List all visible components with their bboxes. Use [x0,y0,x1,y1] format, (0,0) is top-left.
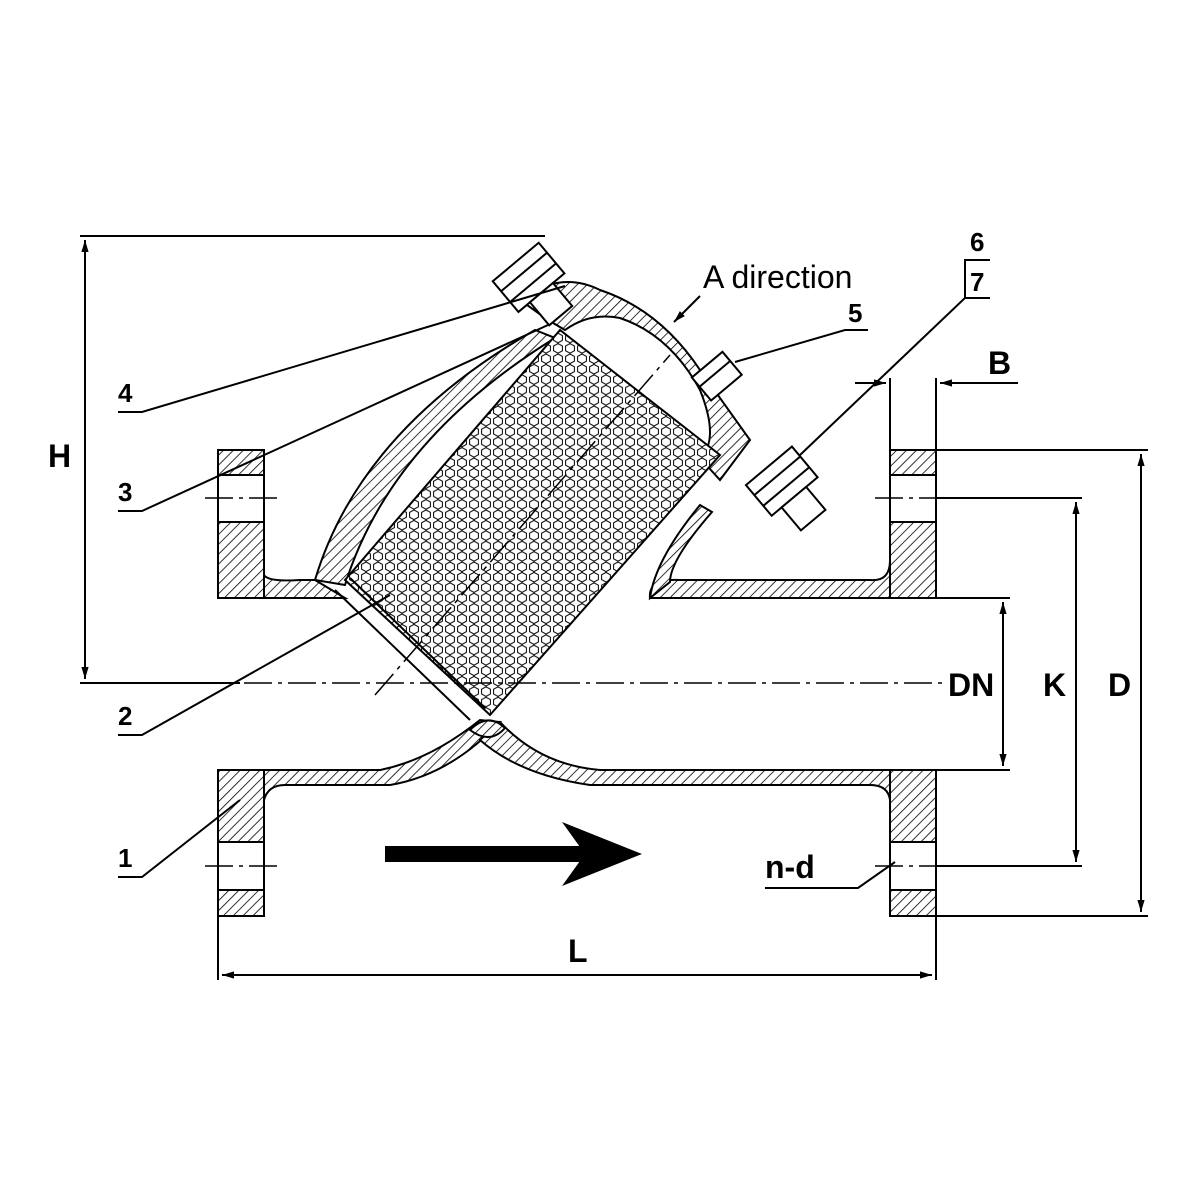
dimension-b: B [855,345,1018,450]
length-label: L [568,933,588,969]
flange-thickness-label: B [988,345,1011,381]
callout-7-label: 7 [970,267,984,297]
right-flange [889,449,937,917]
callout-5: 5 [734,298,868,363]
middle-bolt [690,350,744,402]
dimension-d: D [936,449,1148,917]
callout-1-label: 1 [118,843,132,873]
callout-4: 4 [118,285,566,413]
callout-6-label: 6 [970,227,984,257]
callout-6-7: 6 7 [799,227,990,456]
view-direction-note: A direction [673,259,852,323]
bottom-bolt [744,445,827,532]
flow-direction-arrow [385,822,642,886]
callout-2: 2 [118,594,391,736]
callout-3-label: 3 [118,477,132,507]
bolt-holes-label: n-d [765,849,815,885]
dimension-l: L [217,916,937,980]
bolt-holes-callout: n-d [765,849,896,889]
callout-1: 1 [118,799,241,878]
screen-mesh [334,328,722,721]
callout-3: 3 [118,324,549,512]
dimension-k: K [936,497,1082,867]
nominal-diameter-label: DN [948,667,994,703]
flange-diameter-label: D [1108,667,1131,703]
center-lines [200,354,950,867]
bolt-circle-label: K [1043,667,1066,703]
dimension-dn: DN [936,597,1010,771]
callout-5-label: 5 [848,298,862,328]
callout-2-label: 2 [118,701,132,731]
height-label: H [48,438,71,474]
view-direction-label: A direction [703,259,852,295]
left-flange [217,449,265,917]
callout-4-label: 4 [118,378,133,408]
dimension-h: H [48,235,545,684]
